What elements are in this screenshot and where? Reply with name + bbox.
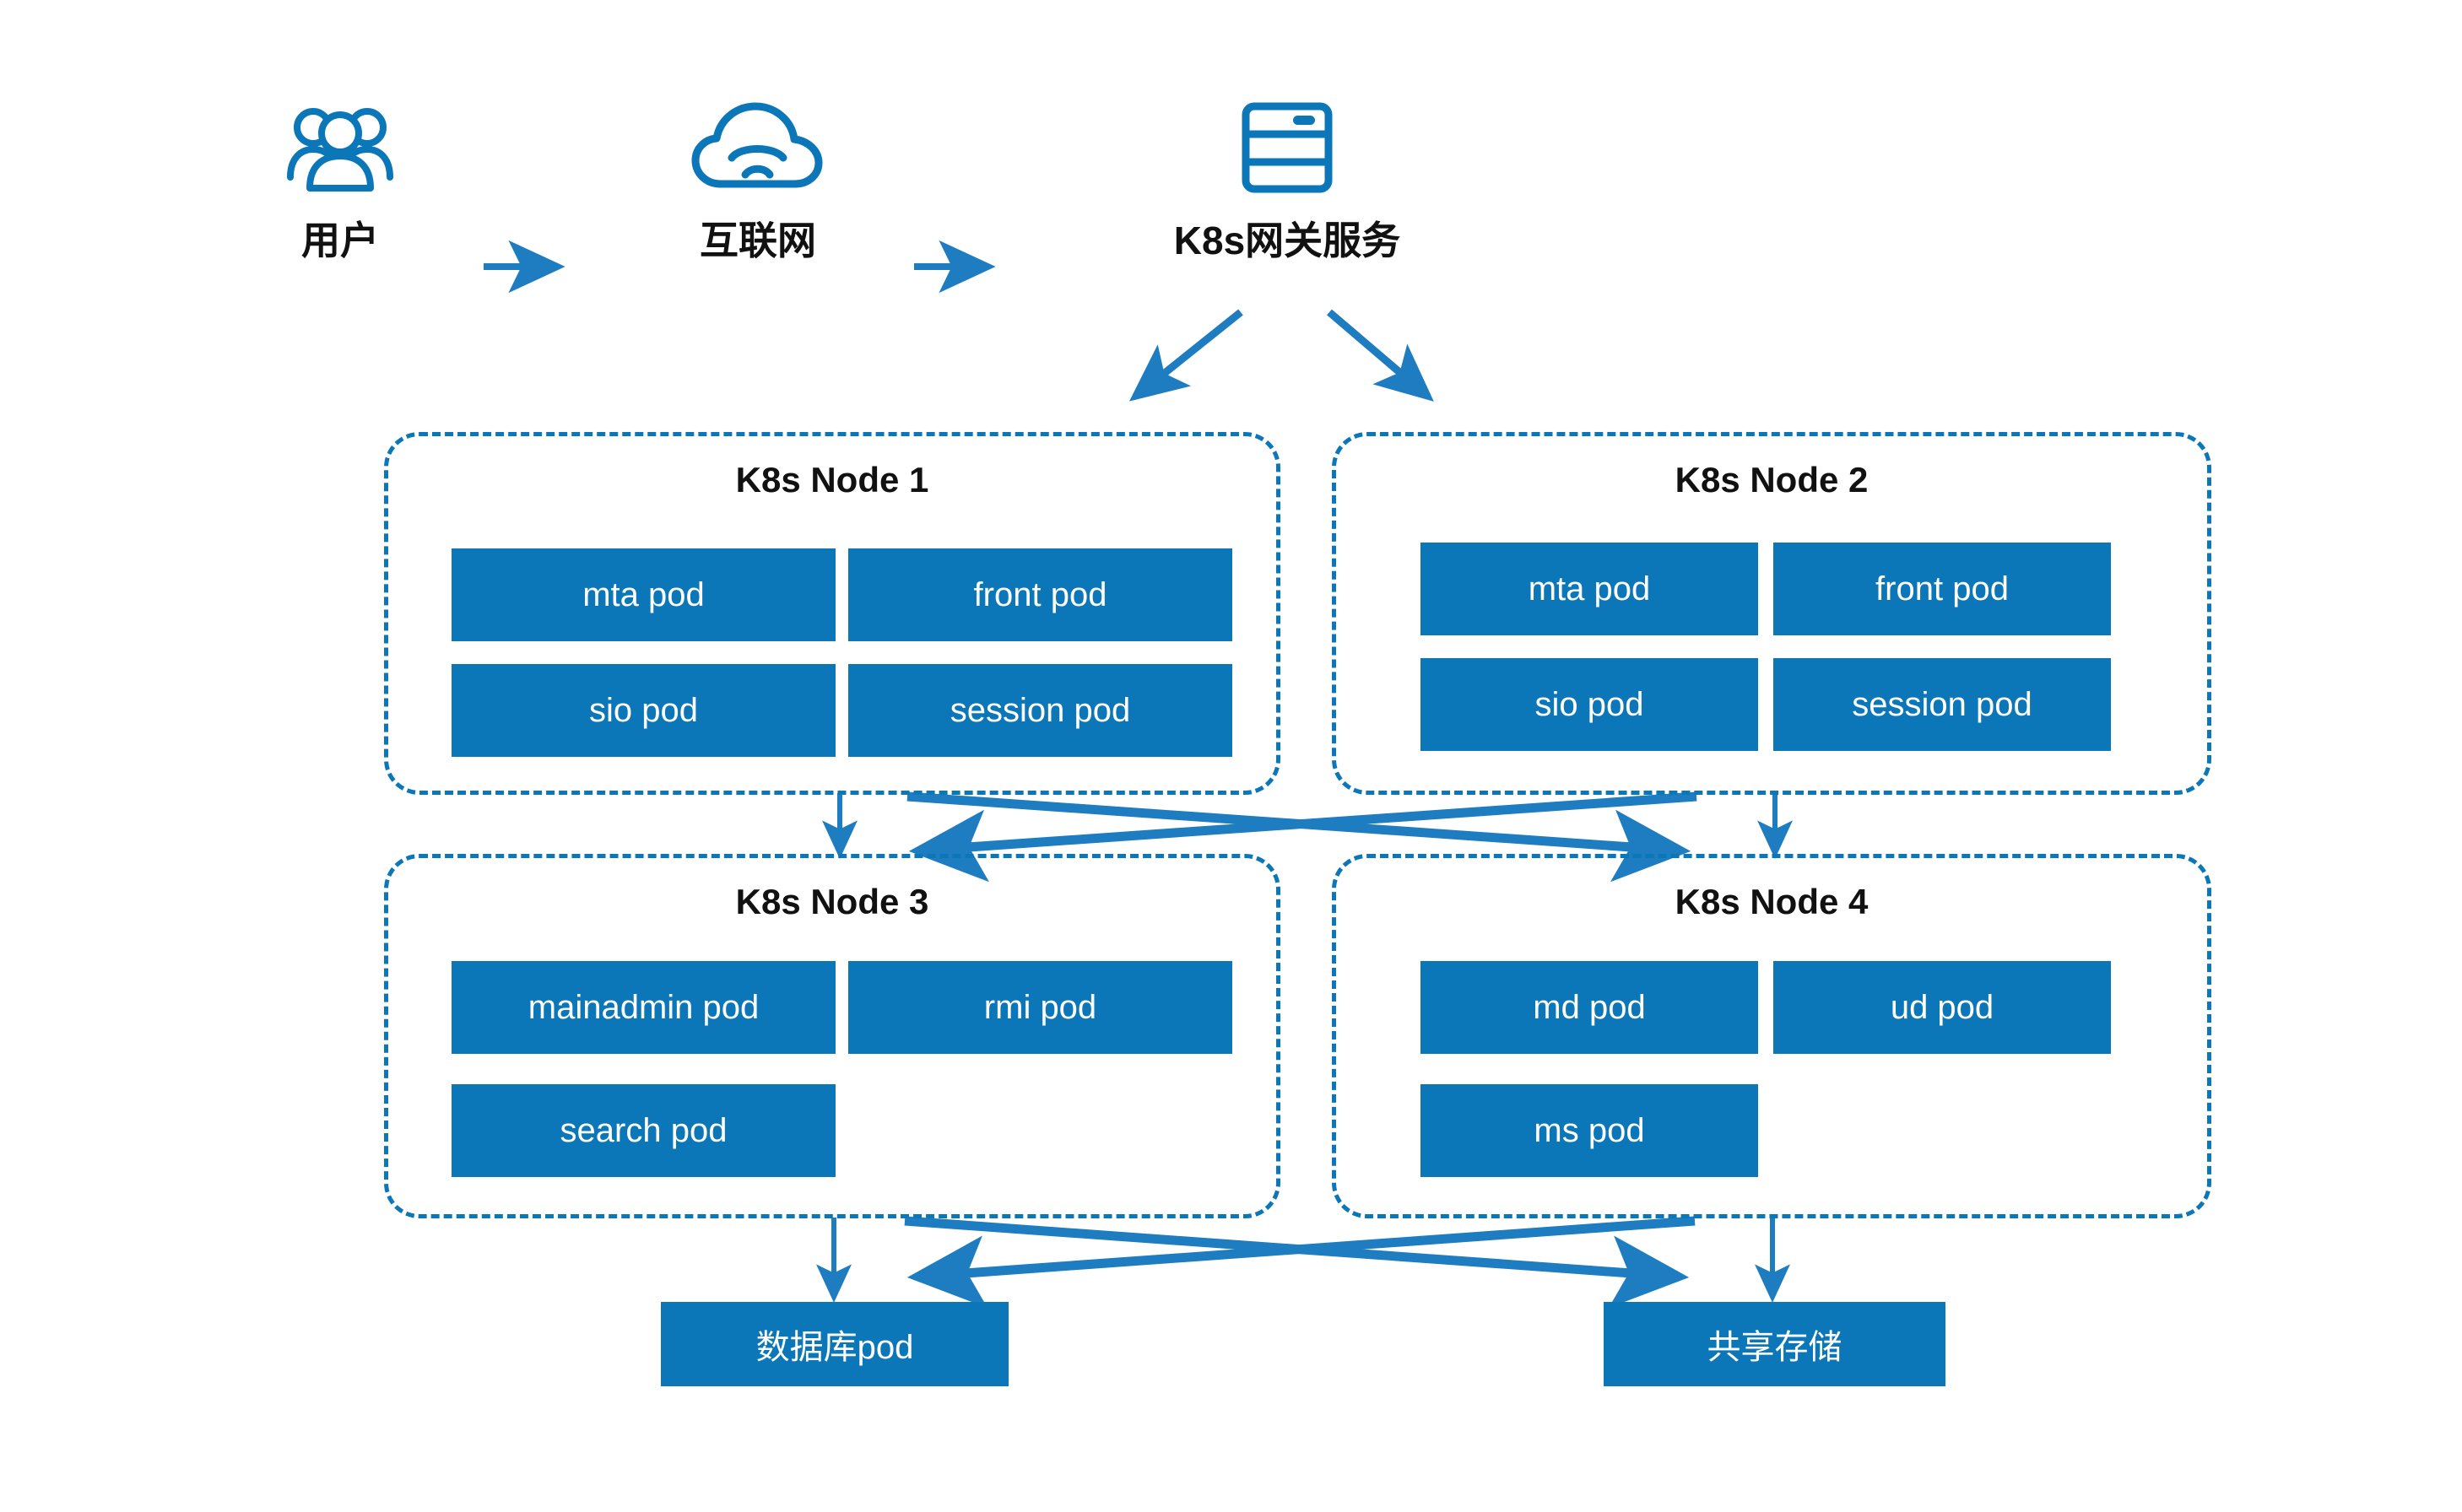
flow-item-users[interactable]: 用户 (264, 101, 416, 266)
users-icon (285, 101, 395, 198)
pod-label: ud pod (1890, 988, 1994, 1026)
k8s-node-1-title: K8s Node 1 (735, 460, 929, 500)
pod-label: rmi pod (983, 988, 1097, 1026)
flow-item-internet[interactable]: 互联网 (674, 101, 842, 266)
flow-item-gateway[interactable]: K8s网关服务 (1127, 101, 1447, 266)
arrow-gateway-to-node2 (1327, 309, 1434, 402)
pod-session-node1[interactable]: session pod (848, 664, 1232, 757)
pod-sio-node1[interactable]: sio pod (452, 664, 836, 757)
cloud-wifi-icon (690, 101, 825, 198)
k8s-node-4[interactable]: K8s Node 4 md pod ud pod ms pod (1332, 854, 2211, 1218)
arrow-node2-to-node3 (908, 791, 1697, 883)
pod-label: sio pod (589, 691, 698, 729)
pod-mainadmin-node3[interactable]: mainadmin pod (452, 961, 836, 1054)
pod-sio-node2[interactable]: sio pod (1420, 658, 1758, 751)
k8s-node-2-pod-grid: mta pod front pod sio pod session pod (1336, 436, 2207, 791)
k8s-node-2-title: K8s Node 2 (1675, 460, 1869, 500)
pod-label: ms pod (1534, 1111, 1645, 1149)
arrow-gateway-to-node1 (1128, 309, 1243, 402)
k8s-node-3[interactable]: K8s Node 3 mainadmin pod rmi pod search … (384, 854, 1280, 1218)
arrow-node3-to-shared-storage (904, 1216, 1690, 1309)
k8s-node-1[interactable]: K8s Node 1 mta pod front pod sio pod ses… (384, 432, 1280, 795)
pod-label: sio pod (1534, 685, 1644, 723)
pod-label: mta pod (1528, 570, 1651, 608)
server-rack-icon (1241, 101, 1334, 198)
pod-label: mta pod (582, 575, 705, 613)
shared-storage-label: 共享存储 (1707, 1329, 1842, 1366)
pod-rmi-node3[interactable]: rmi pod (848, 961, 1232, 1054)
arrow-node1-to-node4 (906, 791, 1691, 883)
database-pod-label: 数据库pod (755, 1329, 914, 1366)
pod-session-node2[interactable]: session pod (1773, 658, 2111, 751)
pod-label: front pod (1875, 570, 2009, 608)
pod-label: search pod (560, 1111, 728, 1149)
k8s-node-1-pod-grid: mta pod front pod sio pod session pod (388, 436, 1276, 791)
flow-label-internet: 互联网 (700, 219, 816, 262)
k8s-node-4-title: K8s Node 4 (1675, 882, 1869, 921)
pod-mta-node2[interactable]: mta pod (1420, 543, 1758, 635)
k8s-node-2[interactable]: K8s Node 2 mta pod front pod sio pod ses… (1332, 432, 2211, 795)
pod-label: front pod (973, 575, 1107, 613)
k8s-node-3-title: K8s Node 3 (735, 882, 929, 921)
flow-label-gateway: K8s网关服务 (1173, 219, 1401, 262)
pod-label: session pod (950, 691, 1131, 729)
pod-front-node1[interactable]: front pod (848, 548, 1232, 641)
flow-label-users: 用户 (301, 219, 379, 262)
shared-storage-box[interactable]: 共享存储 (1604, 1302, 1945, 1386)
k8s-node-3-pod-grid: mainadmin pod rmi pod search pod (388, 858, 1276, 1214)
pod-ms-node4[interactable]: ms pod (1420, 1084, 1758, 1177)
pod-label: md pod (1533, 988, 1646, 1026)
pod-md-node4[interactable]: md pod (1420, 961, 1758, 1054)
database-pod-box[interactable]: 数据库pod (661, 1302, 1009, 1386)
pod-mta-node1[interactable]: mta pod (452, 548, 836, 641)
arrow-node4-to-database (906, 1216, 1696, 1309)
pod-ud-node4[interactable]: ud pod (1773, 961, 2111, 1054)
pod-search-node3[interactable]: search pod (452, 1084, 836, 1177)
pod-label: mainadmin pod (528, 988, 760, 1026)
pod-front-node2[interactable]: front pod (1773, 543, 2111, 635)
k8s-node-4-pod-grid: md pod ud pod ms pod (1336, 858, 2207, 1214)
pod-label: session pod (1852, 685, 2032, 723)
